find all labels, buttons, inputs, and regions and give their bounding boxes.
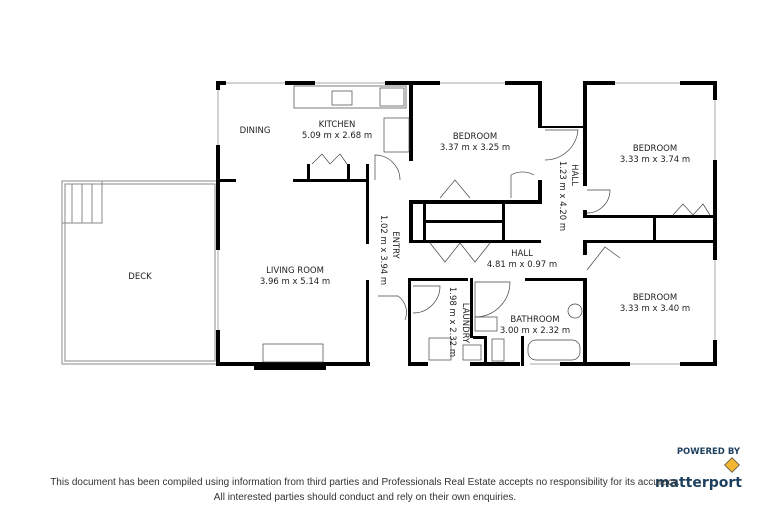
windows [217, 82, 716, 365]
doors[interactable] [311, 129, 711, 321]
bedroom1-size: 3.37 m x 3.25 m [440, 143, 510, 153]
dining-label: DINING [240, 126, 271, 136]
laundry-label: LAUNDRY [460, 303, 470, 344]
deck-label: DECK [128, 272, 152, 282]
matterport-logo: matterport [640, 457, 742, 491]
laundry-size: 1.98 m x 2.32 m [447, 287, 457, 357]
bedroom2-size: 3.33 m x 3.74 m [620, 155, 690, 165]
powered-by-label: POWERED BY [676, 447, 740, 457]
living-room-label: LIVING ROOM [266, 266, 324, 276]
bedroom2-label: BEDROOM [633, 144, 677, 154]
living-room-size: 3.96 m x 5.14 m [260, 277, 330, 287]
fixtures [262, 85, 583, 363]
kitchen-size: 5.09 m x 2.68 m [302, 131, 372, 141]
matterport-cube-icon [724, 457, 740, 473]
bedroom3-size: 3.33 m x 3.40 m [620, 304, 690, 314]
entry-label: ENTRY [390, 231, 400, 259]
hall-label: HALL [511, 249, 533, 259]
disclaimer-line-1: This document has been compiled using in… [50, 477, 680, 488]
disclaimer-line-2: All interested parties should conduct an… [213, 492, 517, 503]
hall-size: 4.81 m x 0.97 m [487, 260, 557, 270]
walls [216, 81, 717, 370]
entry-size: 1.02 m x 3.94 m [378, 215, 388, 285]
room-labels: DINING KITCHEN 5.09 m x 2.68 m BEDROOM 3… [128, 120, 690, 357]
bedroom3-label: BEDROOM [633, 293, 677, 303]
hall-vertical-label: HALL [569, 164, 579, 186]
kitchen-label: KITCHEN [319, 120, 356, 130]
bathroom-label: BATHROOM [510, 315, 559, 325]
bathroom-size: 3.00 m x 2.32 m [500, 326, 570, 336]
bedroom1-label: BEDROOM [453, 132, 497, 142]
hall-vertical-size: 1.23 m x 4.20 m [557, 161, 567, 231]
matterport-logo-text: matterport [654, 475, 742, 491]
